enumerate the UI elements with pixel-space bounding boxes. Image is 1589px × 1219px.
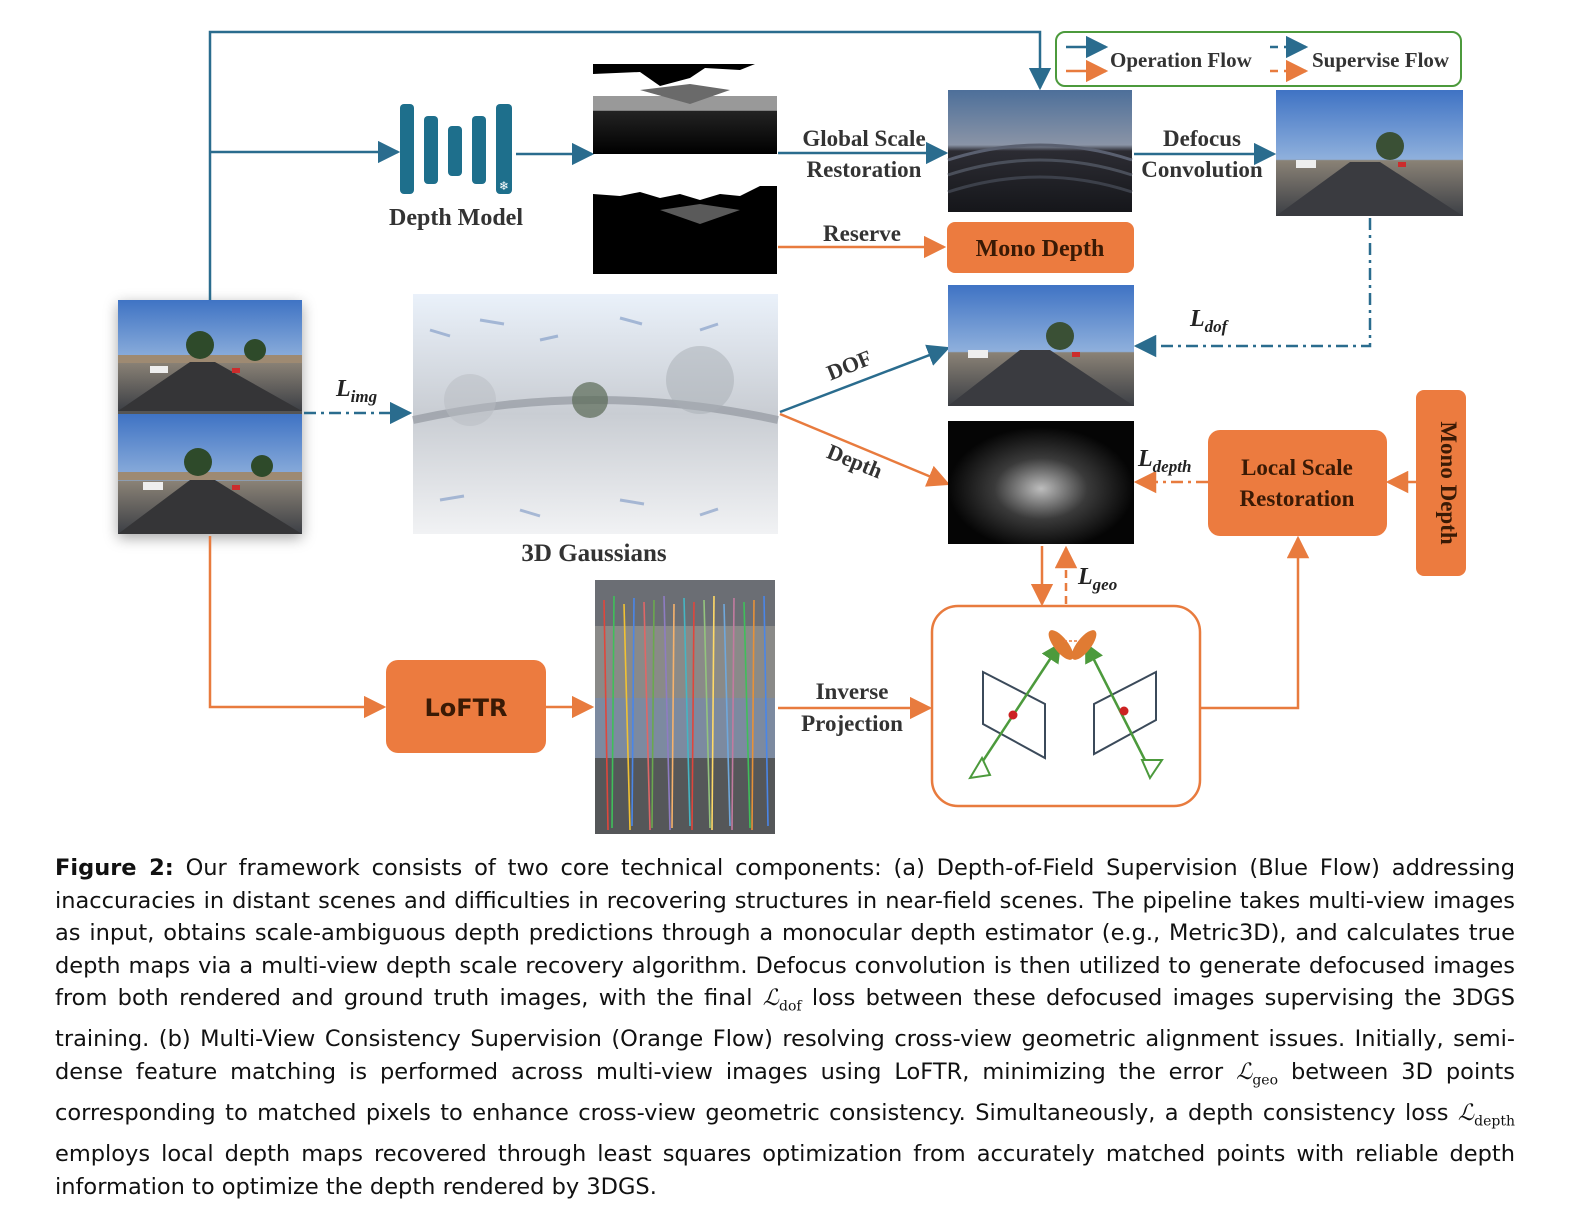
caption-text-1: Our framework consists of two core techn…	[55, 855, 1515, 1012]
reserve-label: Reserve	[823, 221, 901, 246]
mono-depth-box-label: Mono Depth	[976, 236, 1105, 262]
legend-operation-label: Operation Flow	[1110, 48, 1253, 72]
inverse-projection-label-line1: Inverse	[816, 679, 889, 704]
gaussian-ellipsoid-right	[1071, 630, 1097, 660]
loss-depth-label: Ldepth	[1137, 446, 1191, 476]
global-scale-label-line1: Global Scale	[802, 126, 925, 151]
camera-plane-left	[982, 670, 1046, 760]
framework-diagram: Operation Flow Supervise Flow	[118, 30, 1466, 834]
arrow-dof	[779, 344, 951, 414]
input-image-top	[118, 300, 302, 411]
feature-matches-image	[595, 580, 775, 834]
match-point-left	[1008, 710, 1018, 720]
caption-text-3: between 3D points corresponding to match…	[55, 1059, 1515, 1127]
loss-geo-label: Lgeo	[1077, 564, 1117, 594]
point-cloud-image	[947, 90, 1133, 212]
inverse-projection-label-line2: Projection	[801, 711, 903, 736]
mono-depth-box: Mono Depth	[947, 222, 1134, 273]
camera-center-right-icon	[1140, 759, 1164, 781]
arrow-input-to-loftr	[208, 536, 387, 719]
defocus-label-line2: Convolution	[1141, 157, 1263, 182]
snowflake-icon: ❄	[499, 179, 509, 193]
camera-plane-right	[1093, 670, 1157, 756]
defocus-label-line1: Defocus	[1163, 126, 1241, 151]
arrow-depth	[779, 412, 951, 487]
figure-caption: Figure 2: Our framework consists of two …	[55, 852, 1515, 1203]
legend: Operation Flow Supervise Flow	[1055, 31, 1462, 87]
local-scale-label-line1: Local Scale	[1241, 455, 1353, 480]
loss-dof-label: Ldof	[1189, 306, 1230, 336]
gaussian-ellipsoid-left	[1048, 630, 1074, 660]
orange-flow	[208, 235, 1416, 720]
gaussians-label: 3D Gaussians	[521, 540, 666, 567]
caption-math-ldepth: ℒdepth	[1457, 1100, 1515, 1130]
global-scale-label-line2: Restoration	[807, 157, 922, 182]
rendered-dof-image	[948, 285, 1134, 406]
camera-center-left-icon	[968, 755, 992, 780]
mono-depth-map-2	[593, 182, 777, 274]
caption-text-2: loss between these defocused images supe…	[55, 985, 1515, 1086]
arrow-input-to-pointcloud	[208, 30, 1052, 300]
depth-model-icon: ❄	[400, 104, 512, 194]
blue-flow	[208, 30, 1372, 425]
loss-img-label: Limg	[335, 376, 378, 406]
arrow-ldof	[1133, 218, 1372, 358]
loftr-label: LoFTR	[424, 694, 507, 722]
caption-head: Figure 2:	[55, 855, 174, 881]
local-scale-box: Local Scale Restoration	[1208, 430, 1387, 536]
mono-depth-side-label: Mono Depth	[1436, 421, 1461, 545]
mono-depth-side-box: Mono Depth	[1416, 390, 1466, 576]
caption-math-ldof: ℒdof	[762, 985, 802, 1015]
caption-math-lgeo: ℒgeo	[1236, 1059, 1279, 1089]
arrow-geo-to-local-scale	[1200, 535, 1310, 710]
caption-text-4: employs local depth maps recovered throu…	[55, 1141, 1515, 1200]
depth-model-label: Depth Model	[389, 205, 523, 231]
match-point-right	[1119, 706, 1129, 716]
rendered-depth-image	[948, 421, 1134, 544]
loftr-box: LoFTR	[386, 660, 546, 753]
ray-right	[1084, 642, 1152, 771]
local-scale-label-line2: Restoration	[1240, 486, 1355, 511]
ray-left	[975, 642, 1062, 771]
input-image-bottom	[118, 414, 302, 534]
mono-depth-map-1	[593, 62, 777, 154]
defocused-image	[1276, 90, 1463, 216]
geometry-consistency-box	[930, 604, 1202, 808]
gaussians-image	[412, 294, 779, 534]
legend-supervise-label: Supervise Flow	[1312, 48, 1450, 72]
